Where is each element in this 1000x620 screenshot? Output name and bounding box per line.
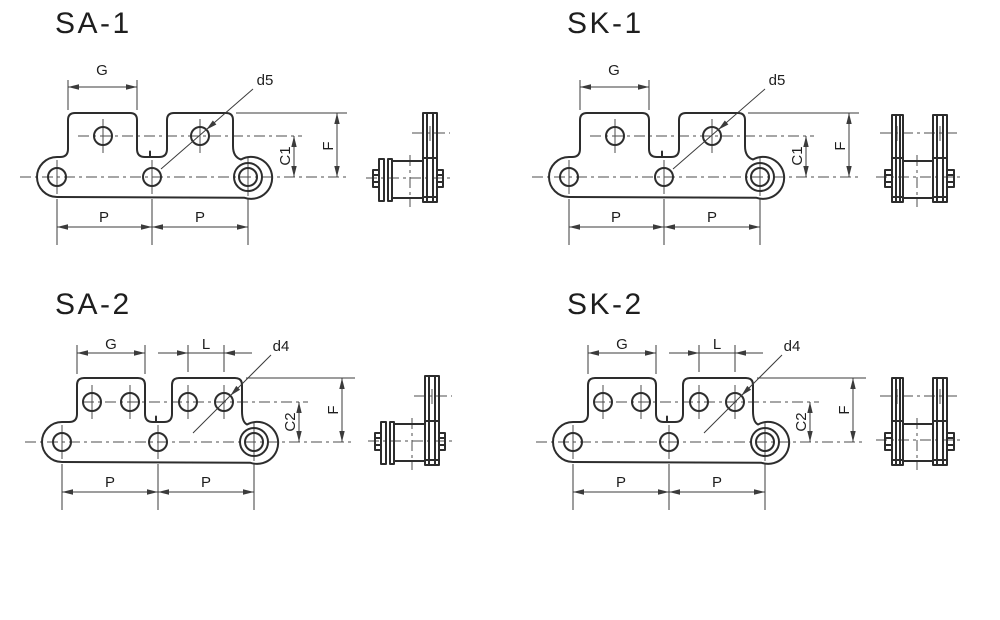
sk2-side-view bbox=[875, 377, 963, 471]
sa1-dim-label-d5: d5 bbox=[257, 72, 274, 89]
sa2-side-view bbox=[367, 375, 455, 471]
sa2-dim-label-p2: P bbox=[201, 474, 211, 491]
sk2-dim-label-p1: P bbox=[616, 474, 626, 491]
sk2-dim-label-f: F bbox=[836, 405, 853, 414]
sa2-dim-label-c2: C2 bbox=[282, 412, 299, 431]
sk2-dim-label-p2: P bbox=[712, 474, 722, 491]
sa2-dim-label-p1: P bbox=[105, 474, 115, 491]
sk2-dim-label-d4: d4 bbox=[784, 338, 801, 355]
sk1-dim-label-g: G bbox=[608, 62, 620, 79]
sk2-dim-label-l: L bbox=[713, 336, 721, 353]
sa1-dim-label-p1: P bbox=[99, 209, 109, 226]
sa1-dim-label-c1: C1 bbox=[277, 146, 294, 165]
sa2-dim-label-l: L bbox=[202, 336, 210, 353]
sa2-dim-label-f: F bbox=[325, 405, 342, 414]
sk2-front-view bbox=[535, 377, 867, 465]
sa2-dim-label-d4: d4 bbox=[273, 338, 290, 355]
sa2-dim-label-g: G bbox=[105, 336, 117, 353]
sk1-dim-label-d5: d5 bbox=[769, 72, 786, 89]
sa1-dim-label-f: F bbox=[320, 141, 337, 150]
sk2-dim-label-g: G bbox=[616, 336, 628, 353]
sk1-dim-label-p1: P bbox=[611, 209, 621, 226]
sk2-title: SK-2 bbox=[567, 288, 644, 321]
sa2-title: SA-2 bbox=[55, 288, 132, 321]
sk1-dim-label-p2: P bbox=[707, 209, 717, 226]
sk1-title: SK-1 bbox=[567, 7, 644, 40]
sa1-title: SA-1 bbox=[55, 7, 132, 40]
sa1-dim-label-g: G bbox=[96, 62, 108, 79]
sa1-front-view bbox=[19, 112, 348, 200]
sk1-side-view bbox=[875, 114, 963, 208]
sk1-front-view bbox=[531, 112, 860, 200]
sk1-dim-label-c1: C1 bbox=[789, 146, 806, 165]
sa1-dim-label-p2: P bbox=[195, 209, 205, 226]
sa1-side-view bbox=[365, 112, 453, 208]
sk1-dim-label-f: F bbox=[832, 141, 849, 150]
sa2-front-view bbox=[24, 377, 356, 465]
sk2-dim-label-c2: C2 bbox=[793, 412, 810, 431]
